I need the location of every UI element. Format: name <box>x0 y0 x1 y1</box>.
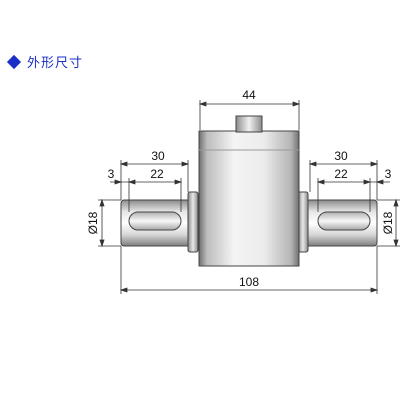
dimension-body-width <box>198 100 301 130</box>
dimension-label-right-diameter: Ø18 <box>381 211 395 234</box>
dimension-label-body-width: 44 <box>242 88 256 102</box>
sensor-body <box>198 130 300 267</box>
dimension-right-diameter <box>377 198 400 248</box>
connector <box>235 115 263 133</box>
dimension-label-overall-length: 108 <box>239 275 259 289</box>
dimension-label-right-keyway-offset: 3 <box>385 167 392 181</box>
dimension-right-shaft-length <box>308 160 379 200</box>
dimension-label-left-shaft-length: 30 <box>151 149 165 163</box>
dimension-left-shaft-length <box>119 160 190 200</box>
dimension-label-right-keyway-length: 22 <box>334 167 348 181</box>
dimension-label-left-keyway-length: 22 <box>150 167 164 181</box>
section-heading: 外形尺寸 <box>6 52 83 71</box>
dimension-left-diameter <box>98 198 121 248</box>
right-shaft <box>304 199 378 247</box>
dimension-label-left-diameter: Ø18 <box>86 211 100 234</box>
dimension-label-left-keyway-offset: 3 <box>108 167 115 181</box>
section-title: 外形尺寸 <box>27 56 84 71</box>
left-keyway <box>128 211 182 231</box>
left-flange <box>187 191 199 253</box>
dimension-label-right-shaft-length: 30 <box>334 149 348 163</box>
right-keyway <box>317 211 371 231</box>
dimension-right-keyway <box>316 178 390 212</box>
left-shaft <box>120 199 194 247</box>
dimension-overall-length <box>119 246 379 294</box>
dimension-left-keyway <box>110 178 183 212</box>
